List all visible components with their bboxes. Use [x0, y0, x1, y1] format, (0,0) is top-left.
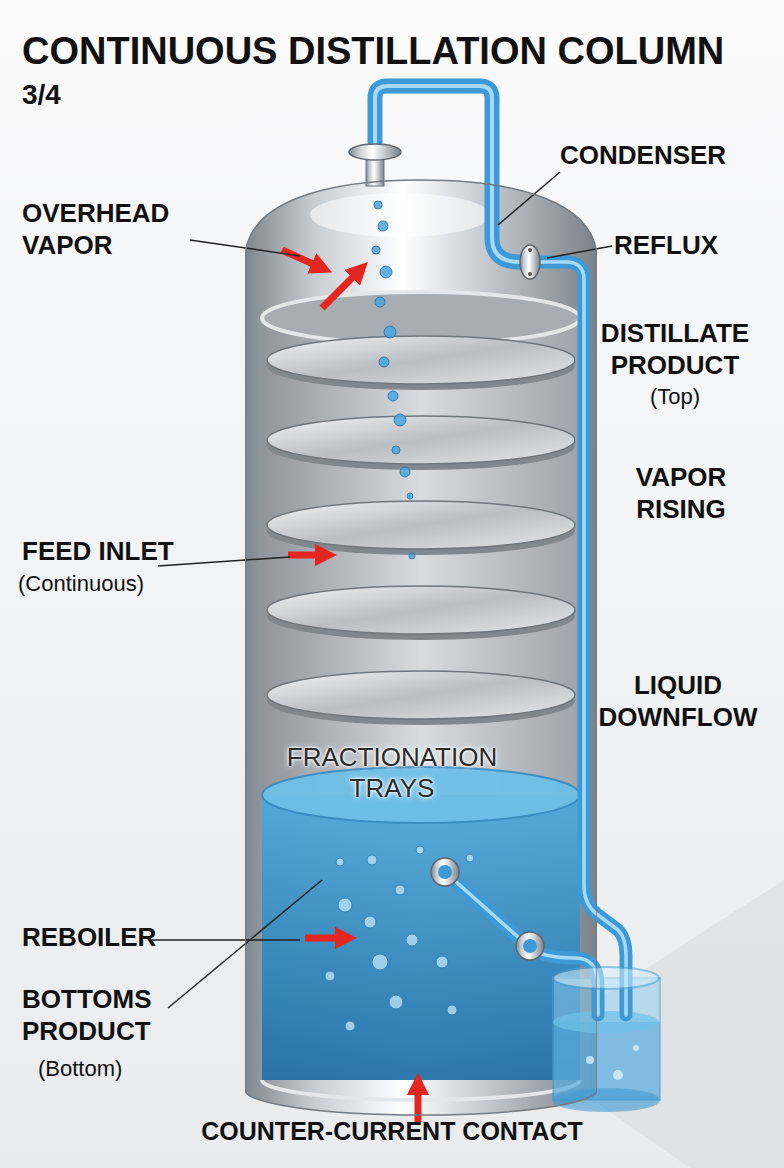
receiver-surface — [553, 1011, 659, 1033]
pipe-highlight — [375, 86, 520, 262]
callout-label: FEED INLET — [22, 536, 222, 568]
bubble — [367, 855, 377, 865]
callout-label: DISTILLATE PRODUCT — [586, 318, 764, 381]
pipe-flange — [516, 932, 544, 960]
bubble — [586, 1056, 594, 1064]
column-outline-path — [245, 180, 597, 1115]
leader-line — [158, 557, 290, 566]
flange-bore — [523, 939, 537, 953]
fractionation-tray — [267, 586, 575, 634]
droplet — [407, 493, 413, 499]
droplet — [379, 357, 389, 367]
flow-arrow — [288, 552, 326, 559]
liquid-bubbles — [325, 846, 474, 1031]
pipework — [375, 86, 626, 1015]
droplet — [392, 446, 400, 454]
fractionation-tray — [267, 336, 575, 384]
leader-line — [547, 246, 612, 258]
nozzle-flange — [349, 144, 401, 160]
callout-label: CONDENSER — [560, 140, 770, 172]
fractionation-tray — [267, 501, 575, 549]
callout-label: BOTTOMS PRODUCT — [22, 984, 212, 1047]
callout-label: OVERHEAD VAPOR — [22, 198, 197, 261]
figure-number: 3/4 — [22, 78, 142, 112]
flow-arrow — [282, 250, 322, 268]
reflux-flange — [520, 245, 540, 279]
droplet — [384, 326, 396, 338]
callout-note: (Top) — [586, 384, 764, 411]
condenser-pipe — [375, 86, 520, 262]
receiver-top — [553, 967, 659, 989]
leader-lines — [152, 172, 612, 1008]
droplet — [388, 391, 398, 401]
droplet — [380, 266, 392, 278]
callout-label: VAPOR RISING — [596, 462, 766, 525]
bubble — [466, 854, 474, 862]
droplet — [375, 297, 385, 307]
node-text: FRACTIONATION TRAYS — [252, 742, 532, 804]
flange-bolt — [528, 248, 532, 252]
flow-arrow — [322, 270, 360, 308]
bubble — [633, 1045, 639, 1051]
flange-bolt — [528, 272, 532, 276]
diagram-title: CONTINUOUS DISTILLATION COLUMN — [22, 30, 724, 74]
droplet — [394, 414, 406, 426]
flow-arrow — [415, 1084, 422, 1122]
column-outline — [245, 172, 597, 1117]
callout-label: LIQUID DOWNFLOW — [578, 670, 778, 733]
fractionation-tray — [267, 671, 575, 719]
bubble — [406, 934, 418, 946]
vapor-droplets — [372, 201, 415, 559]
callout-label: REBOILER — [22, 922, 222, 954]
bubble — [395, 885, 405, 895]
flow-arrow — [305, 935, 346, 942]
bubble — [325, 971, 335, 981]
callout-note: (Bottom) — [38, 1056, 238, 1083]
receiver-vessel — [553, 978, 660, 1100]
bottoms-pipe — [445, 872, 598, 1015]
outlet-flange — [431, 858, 459, 886]
flow-arrows — [282, 250, 418, 1122]
bubble — [336, 858, 344, 866]
distillation-column: FRACTIONATION TRAYS — [245, 172, 597, 1117]
bubble — [447, 1005, 457, 1015]
column-shell — [245, 250, 597, 1090]
bubble — [389, 995, 403, 1009]
column-interior — [262, 318, 580, 1080]
bubble — [416, 846, 424, 854]
bubble — [436, 956, 448, 968]
pipe-highlight — [445, 872, 598, 1015]
callout-label: REFLUX — [614, 230, 774, 262]
bubble — [364, 916, 376, 928]
bubble — [613, 1070, 623, 1080]
callout-note: (Continuous) — [18, 571, 218, 598]
droplet — [378, 221, 388, 231]
droplet — [400, 467, 410, 477]
droplet — [374, 201, 382, 209]
fractionation-tray — [267, 416, 575, 464]
leader-line — [152, 939, 300, 941]
receiver-bottom — [553, 1089, 659, 1111]
bubble — [345, 1021, 355, 1031]
bubble — [338, 898, 352, 912]
bottoms-liquid — [262, 795, 580, 1080]
caption-label: COUNTER-CURRENT CONTACT — [0, 1116, 784, 1147]
leader-line — [498, 172, 560, 225]
droplet — [372, 246, 380, 254]
flange-bore — [438, 865, 452, 879]
bubble — [372, 954, 388, 970]
droplet — [409, 553, 415, 559]
dome-highlight — [310, 193, 490, 237]
